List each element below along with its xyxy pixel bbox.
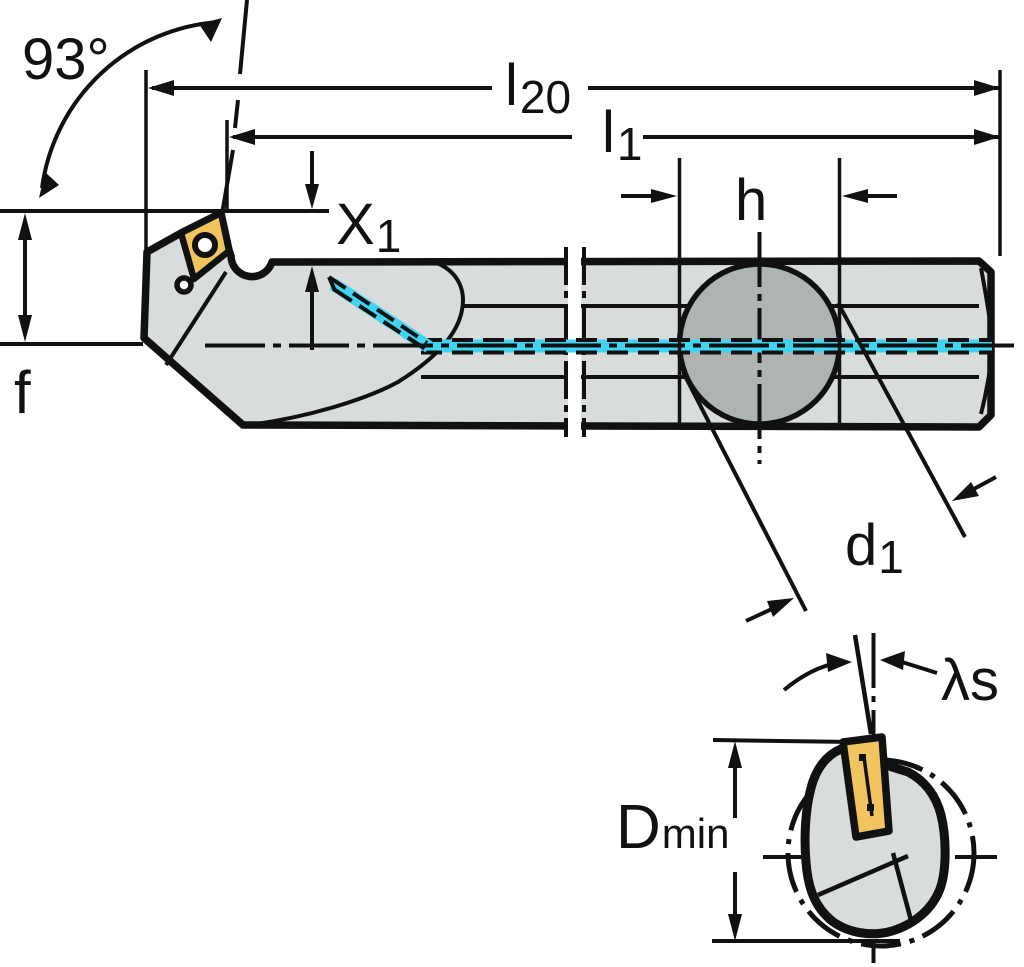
coolant-branch-border-bottom (333, 288, 432, 354)
dimension-x1: X1 (305, 151, 401, 350)
dimension-dmin: Dmin (616, 738, 900, 943)
label-l20: l20 (505, 53, 571, 123)
dimension-d1: d1 (681, 302, 997, 623)
insert-axis-tilted-line (852, 634, 874, 735)
dmin-bore-circle (785, 757, 977, 949)
dimension-l20: l20 (144, 53, 1002, 256)
arc-arrowhead-lower (39, 172, 59, 198)
l1-arrowhead-left (229, 129, 255, 145)
h-arrowhead-left (651, 189, 677, 203)
l1-arrowhead-right (974, 129, 1000, 145)
section-seat-line-a (817, 853, 909, 898)
label-lambda-s: λs (941, 648, 999, 713)
insert-screw-hole (192, 232, 218, 258)
dimension-f: f (0, 209, 329, 426)
label-93-degrees: 93° (22, 27, 110, 92)
section-insert-dot-bottom (867, 804, 874, 811)
lambda-arrowhead-left (826, 653, 852, 672)
pocket-seat-line (164, 270, 228, 367)
lambda-arrow-right-tail (901, 660, 938, 675)
dmin-extension-top (712, 738, 855, 744)
lambda-arrowhead-right (880, 651, 905, 670)
end-section-view (763, 633, 1002, 963)
coolant-branch-border-top (327, 275, 429, 345)
coolant-exit-hole (174, 275, 194, 295)
head-blend-curve (247, 261, 465, 427)
h-arrowhead-right (842, 189, 868, 203)
label-dmin: Dmin (616, 793, 729, 862)
coolant-branch (329, 278, 433, 353)
label-h: h (735, 168, 767, 233)
coolant-branch-cap (327, 276, 337, 292)
l20-arrowhead-left (148, 80, 174, 96)
section-insert (839, 733, 893, 841)
label-x1: X1 (336, 192, 401, 262)
d1-extension-right (836, 302, 967, 538)
f-arrowhead-down (18, 315, 32, 342)
d1-arrowhead-right (952, 482, 979, 501)
label-f: f (14, 359, 31, 426)
dmin-arrowhead-up (728, 741, 742, 768)
l20-arrowhead-right (974, 80, 1000, 96)
label-l1: l1 (602, 100, 642, 170)
label-d1: d1 (845, 513, 904, 583)
d1-arrowhead-left (767, 598, 794, 617)
d1-extension-left (681, 371, 808, 612)
side-view (140, 209, 1014, 464)
section-insert-dot-top (859, 754, 866, 761)
dimension-l1: l1 (225, 100, 1000, 209)
dmin-arrowhead-down (728, 914, 742, 941)
f-arrowhead-up (18, 213, 32, 240)
dimension-h: h (621, 158, 897, 424)
d1-arrow-right-shaft (971, 475, 997, 492)
section-seat-line-b (890, 852, 915, 925)
dimension-lambda-s: λs (782, 648, 999, 713)
angle-arc (40, 20, 220, 189)
dimension-93-degrees: 93° (22, 0, 249, 215)
x1-arrowhead-up (305, 266, 319, 292)
x1-arrowhead-down (305, 184, 319, 209)
arc-arrowhead-upper (199, 18, 222, 42)
